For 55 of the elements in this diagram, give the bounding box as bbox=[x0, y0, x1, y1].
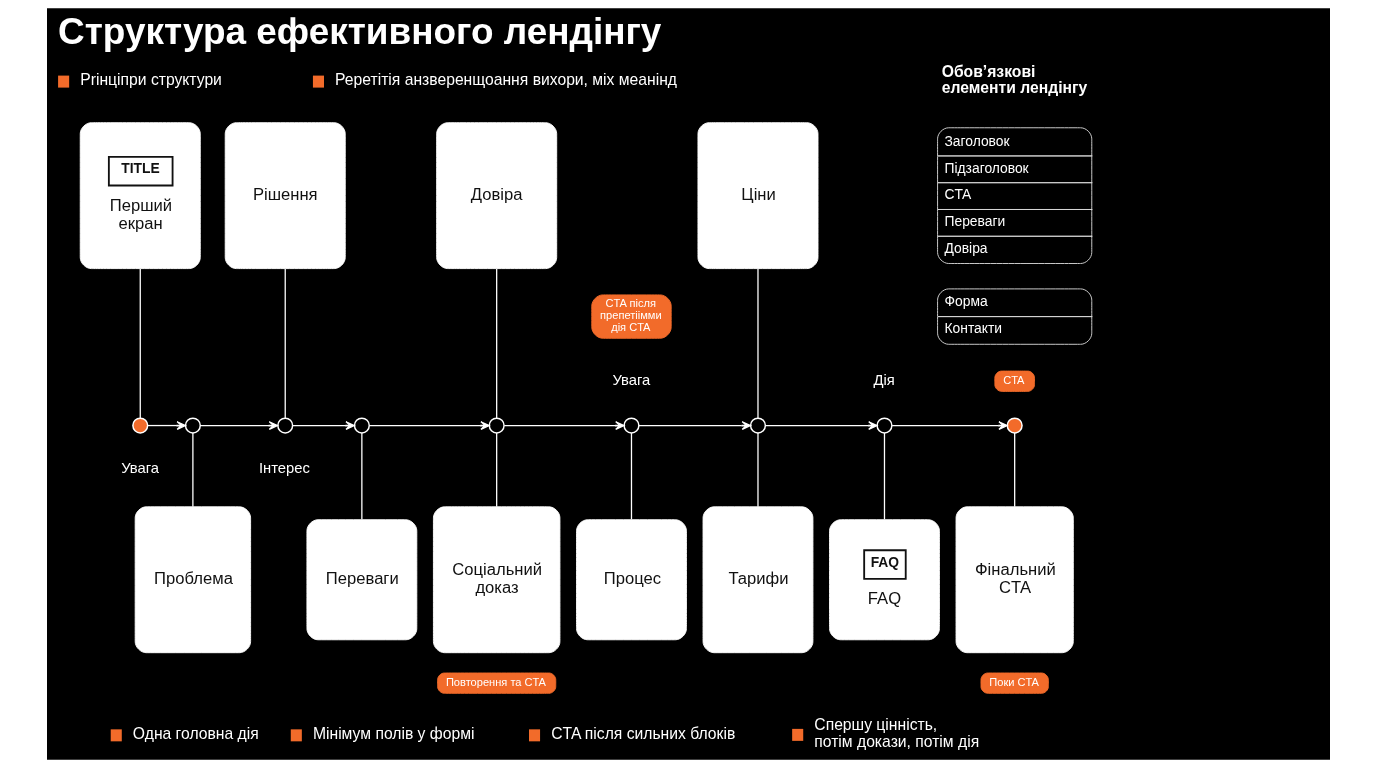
node-circle bbox=[875, 417, 893, 434]
node-box: CTA після препетіімми дія CTA bbox=[590, 294, 672, 339]
node-box: Рішення bbox=[224, 122, 346, 270]
node-circle bbox=[488, 417, 505, 434]
connector bbox=[495, 268, 497, 419]
connector bbox=[756, 268, 759, 419]
node-box: FAQ FAQ bbox=[828, 519, 940, 641]
connector bbox=[883, 432, 885, 521]
connector bbox=[139, 268, 141, 419]
node-box: Поки CTA bbox=[980, 672, 1049, 694]
node-box: Процес bbox=[575, 519, 687, 641]
node-box: Тарифи bbox=[702, 506, 813, 654]
arrow bbox=[503, 421, 625, 430]
node-box: Проблема bbox=[134, 506, 251, 654]
label: Реретітія анзверенщоання вихори, міх меанінд bbox=[334, 71, 677, 89]
node-label: Інтерес bbox=[258, 460, 310, 477]
connector bbox=[630, 432, 632, 521]
connector bbox=[1013, 432, 1015, 508]
label: Спершу цінність, потім докази, потім дія bbox=[813, 715, 979, 751]
diagram-title: Структура ефективного лендінгу bbox=[57, 11, 661, 53]
label: Рrінціпри структури bbox=[79, 71, 222, 89]
arrow bbox=[368, 421, 490, 430]
node-circle bbox=[353, 417, 370, 434]
connector bbox=[756, 432, 759, 508]
node-box: CTA bbox=[993, 370, 1035, 392]
arrow bbox=[890, 421, 1008, 430]
node-circle bbox=[1006, 417, 1023, 434]
node-box: TITLE Перший екран bbox=[79, 122, 201, 270]
connector bbox=[191, 432, 194, 508]
arrow bbox=[764, 421, 878, 430]
connector bbox=[284, 268, 286, 419]
arrow bbox=[291, 421, 355, 430]
node-box: Довіра bbox=[435, 122, 557, 270]
node-circle bbox=[184, 417, 201, 434]
node-box: Ціни bbox=[697, 122, 818, 270]
arrow bbox=[199, 421, 278, 430]
node-label: Дія bbox=[872, 371, 895, 388]
label: Одна головна дія bbox=[132, 725, 259, 743]
label: Обов’язкові елементи лендінгу bbox=[941, 63, 1087, 96]
connector bbox=[360, 432, 362, 521]
arrow bbox=[146, 421, 186, 430]
node-box: Фінальний CTA bbox=[955, 506, 1074, 654]
arrow bbox=[637, 421, 751, 430]
node-circle bbox=[131, 417, 148, 434]
node-circle bbox=[276, 417, 293, 434]
node-box: Соціальний доказ bbox=[432, 506, 560, 654]
connector bbox=[495, 432, 497, 508]
node-label: Увага bbox=[612, 371, 650, 388]
node-circle bbox=[749, 417, 766, 434]
node-box: Переваги bbox=[305, 519, 417, 641]
label: Мінімум полів у формі bbox=[312, 725, 474, 743]
node-label: Увага bbox=[120, 460, 159, 477]
node-box: Повторення та CTA bbox=[436, 672, 556, 694]
label: CTA після сильних блоків bbox=[550, 725, 735, 743]
node-circle bbox=[622, 417, 640, 434]
